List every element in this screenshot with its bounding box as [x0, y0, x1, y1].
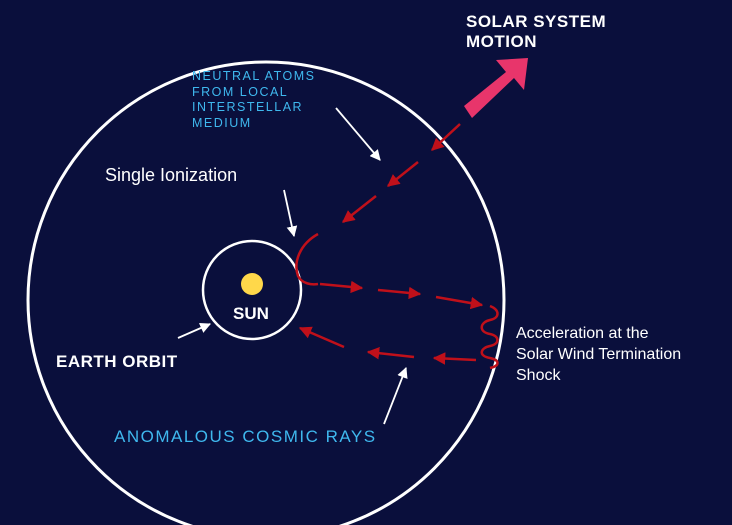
neutral-atoms-label: NEUTRAL ATOMS FROM LOCAL INTERSTELLAR ME…: [192, 69, 316, 130]
neutral-atom-paths: [342, 123, 461, 223]
sun: [241, 273, 263, 295]
sun-label: SUN: [233, 304, 269, 323]
anomalous-cosmic-ray-paths: [298, 326, 477, 365]
earth-orbit-circle: [201, 239, 303, 341]
shock-squiggle: [480, 304, 499, 370]
pickup-ion-outward-paths: [319, 280, 484, 310]
acceleration-label: Acceleration at the Solar Wind Terminati…: [516, 325, 682, 384]
earth-orbit-label: EARTH ORBIT: [56, 352, 178, 371]
solar-system-motion-label: SOLAR SYSTEM MOTION: [466, 12, 607, 51]
termination-shock-boundary: [26, 60, 506, 525]
label-pointers: [177, 107, 408, 425]
solar-motion-arrow: [464, 58, 528, 118]
anomalous-cosmic-rays-label: ANOMALOUS COSMIC RAYS: [114, 427, 377, 446]
single-ionization-label: Single Ionization: [105, 165, 238, 185]
pickup-ion-curve: [295, 232, 319, 286]
